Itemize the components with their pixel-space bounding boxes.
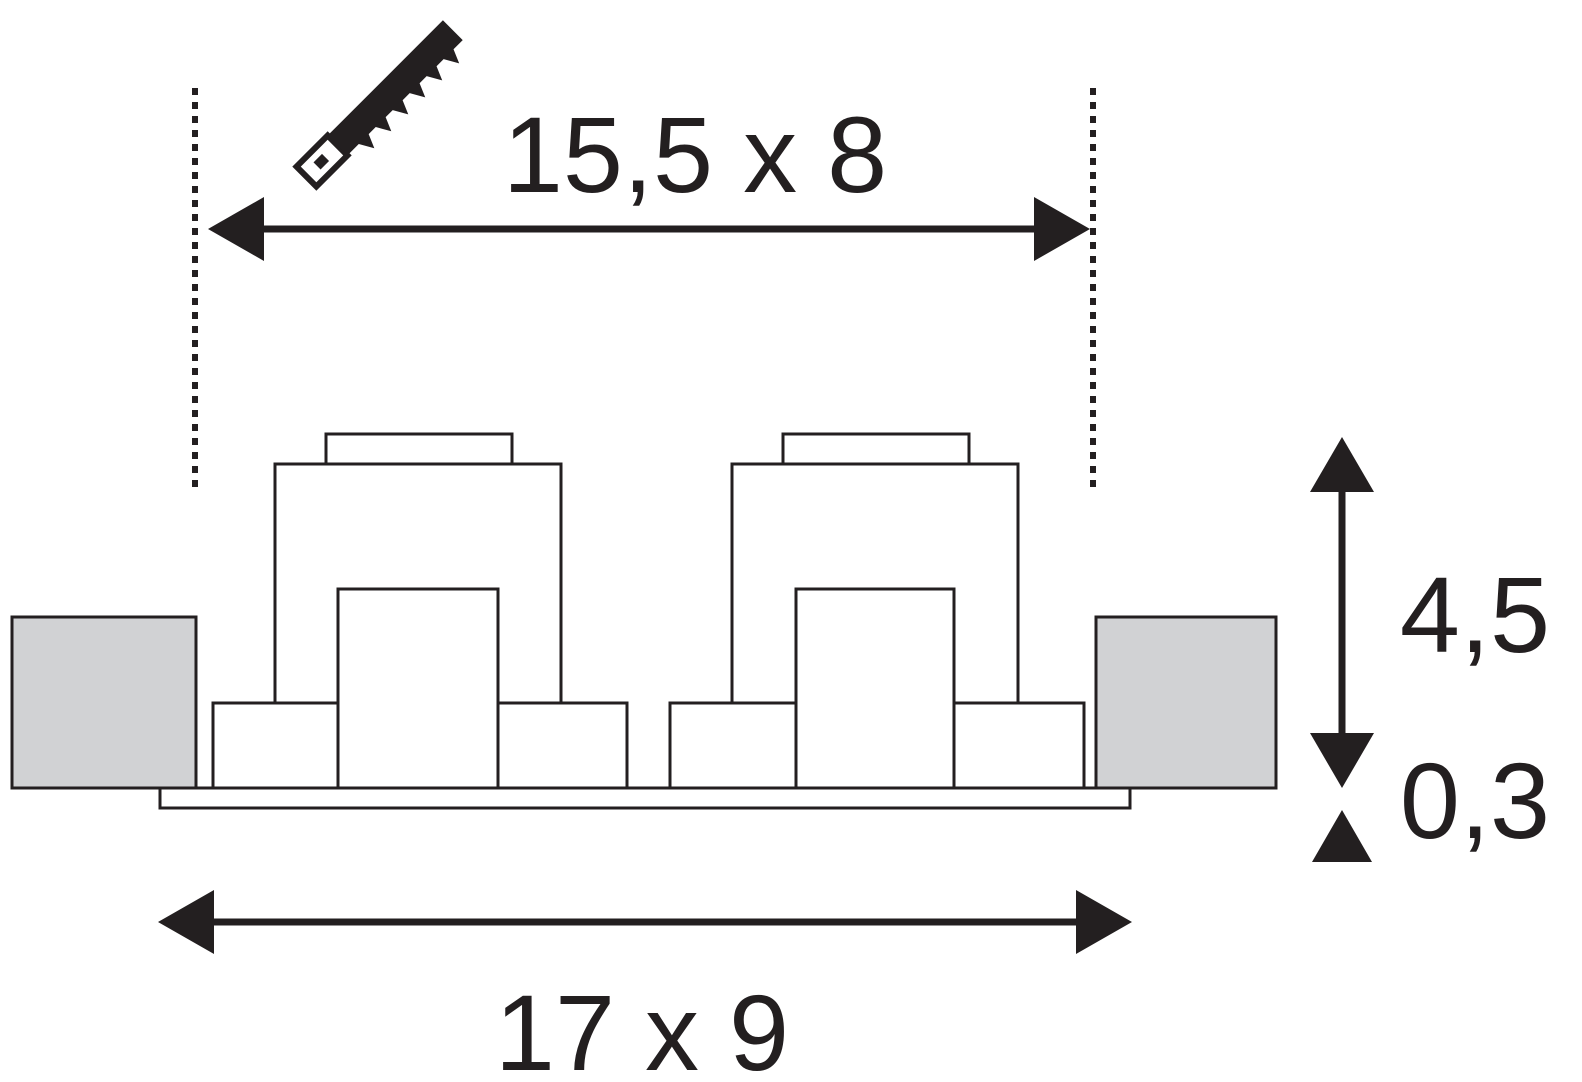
saw-icon — [292, 20, 463, 191]
height-dimension-label: 4,5 — [1400, 554, 1550, 675]
ceiling-section-left — [10, 615, 198, 790]
frame-thickness-arrow — [1312, 810, 1372, 862]
cutout-dimension-arrow — [208, 197, 1090, 261]
outer-dimension-label: 17 x 9 — [495, 972, 789, 1082]
height-dimension-arrow — [1310, 437, 1374, 788]
outer-dimension-arrow — [158, 890, 1132, 954]
frame-plate — [158, 786, 1132, 810]
lamp-housing-right — [668, 432, 1086, 790]
cutout-dimension-label: 15,5 x 8 — [503, 94, 887, 215]
ceiling-section-right — [1094, 615, 1278, 790]
frame-thickness-label: 0,3 — [1400, 740, 1550, 861]
lamp-housing-left — [211, 432, 629, 790]
